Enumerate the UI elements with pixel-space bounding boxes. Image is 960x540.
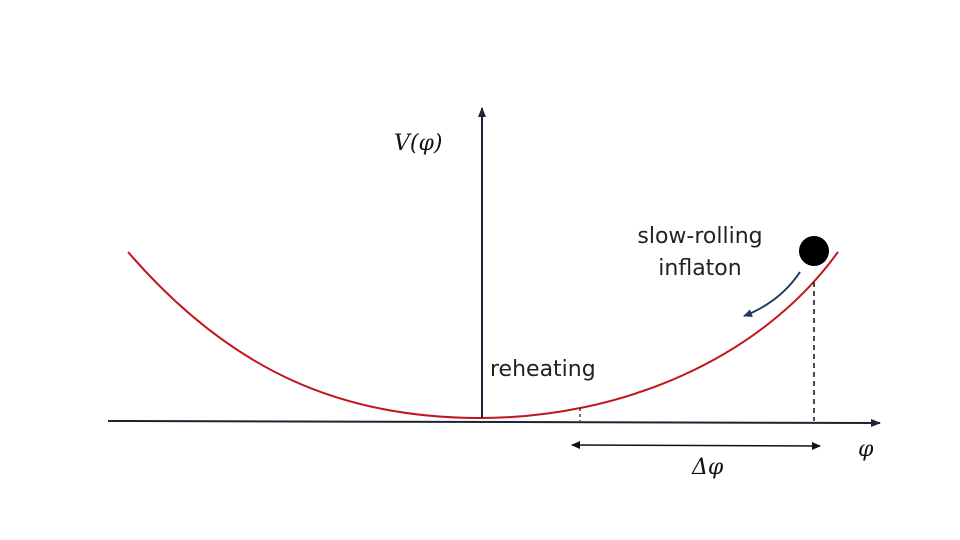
inflaton-label-line1: slow-rolling [637,224,762,249]
inflaton-label-line2: inflaton [658,256,741,281]
delta-phi-label: Δφ [691,455,724,480]
inflaton-ball [799,236,829,266]
reheating-label: reheating [490,357,596,382]
phi-axis [107,418,881,427]
potential-axis-label: V(φ) [394,131,442,156]
phi-axis-label: φ [858,437,874,462]
potential-curve [127,251,839,420]
delta-phi-arrow [571,441,821,450]
roll-direction-arrow [743,271,801,317]
